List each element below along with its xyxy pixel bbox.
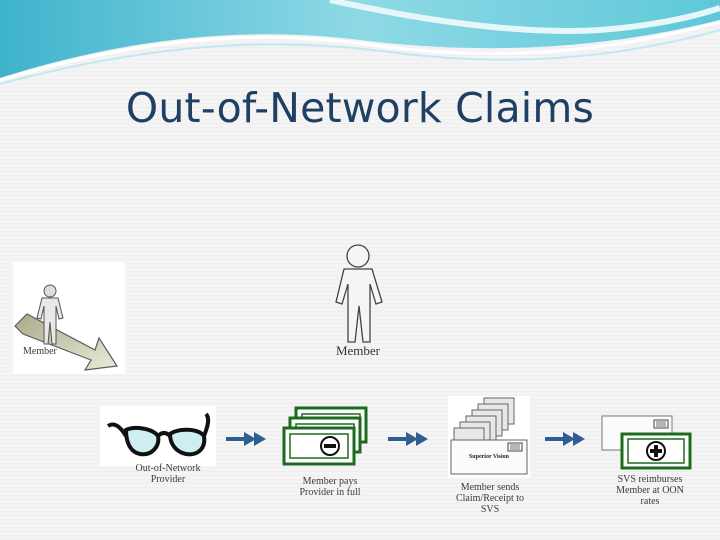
reimburse-label-line-3: rates [640,496,660,507]
eyeglasses-icon [106,412,211,457]
provider-label-line-2: Provider [150,474,186,485]
center-member [330,240,386,346]
payment-label-line-2: Provider in full [299,487,361,498]
left-member-label: Member [23,346,57,357]
person-icon [36,284,64,345]
provider-label: Out-of-Network Provider [118,463,218,485]
claim-label-line-3: SVS [480,504,500,515]
reimburse-label-line-1: SVS reimburses [617,474,683,485]
claim-label-line-1: Member sends [460,482,520,493]
payment-label: Member pays Provider in full [280,476,380,498]
decorative-wave [0,0,720,85]
center-member-label: Member [335,343,381,358]
diagonal-arrow-icon [14,313,119,371]
reimburse-label-line-2: Member at OON [616,485,684,496]
slide-title: Out-of-Network Claims [125,84,595,132]
reimburse-label: SVS reimburses Member at OON rates [600,474,700,507]
flow-arrow-icon [388,432,428,446]
envelopes-icon [450,397,528,475]
person-icon [335,244,383,343]
money-minus-icon [282,406,368,466]
left-member-panel: Member [13,262,125,374]
claim-label: Member sends Claim/Receipt to SVS [440,482,540,515]
provider-panel [100,406,216,466]
flow-arrow-icon [226,432,266,446]
money-plus-icon [601,415,692,470]
reimburse-panel [598,414,698,470]
envelope-brand-text: Superior Vision [468,454,510,460]
payment-label-line-1: Member pays [302,476,358,487]
provider-label-line-1: Out-of-Network [135,463,201,474]
claim-panel: Superior Vision [448,396,530,478]
payment-panel [280,404,380,472]
flow-arrow-icon [545,432,585,446]
claim-label-line-2: Claim/Receipt to [455,493,525,504]
